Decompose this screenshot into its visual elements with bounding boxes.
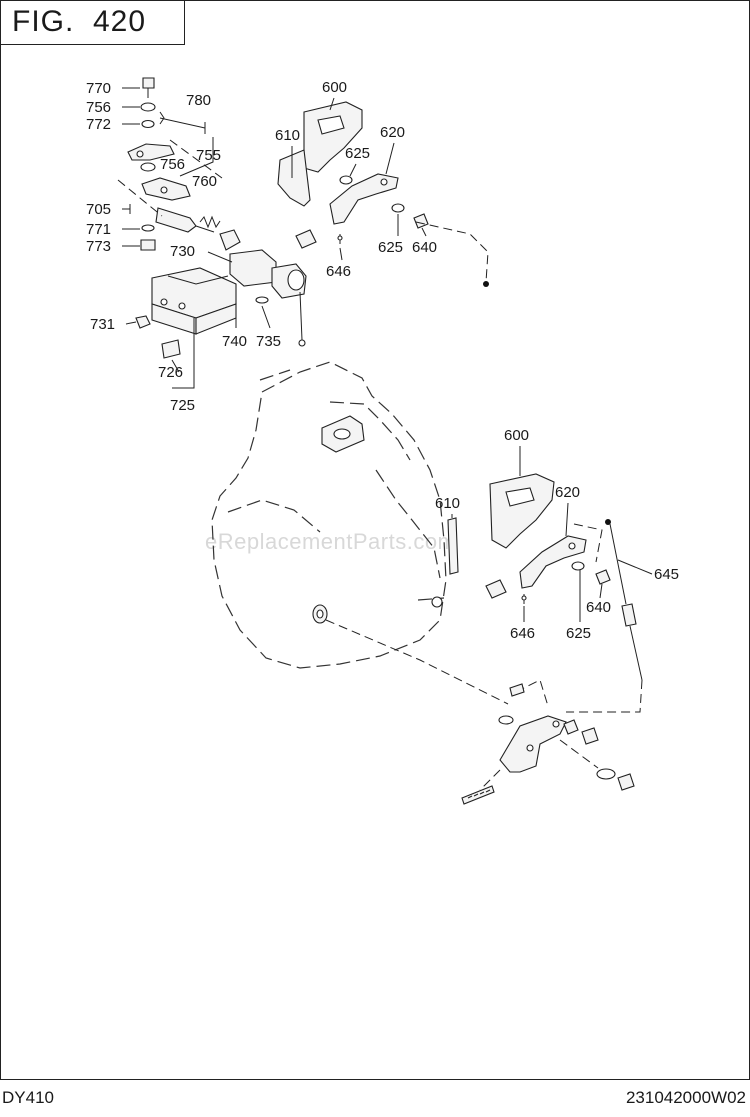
engine-outline <box>211 361 447 669</box>
callout-773: 773 <box>86 238 111 255</box>
callout-610: 610 <box>275 127 300 144</box>
callout-646: 646 <box>326 263 351 280</box>
upper-bracket-assembly <box>277 101 489 287</box>
callout-640: 640 <box>412 239 437 256</box>
watermark: eReplacementParts.com <box>205 529 457 554</box>
figure-title-box: FIG. 420 <box>0 0 185 45</box>
callout-600: 600 <box>322 79 347 96</box>
callout-740: 740 <box>222 333 247 350</box>
exploded-parts-diagram: 770 756 772 780 756 755 760 705 771 773 … <box>86 77 679 805</box>
footer-code: 231042000W02 <box>625 1088 746 1107</box>
callout-731: 731 <box>90 316 115 333</box>
callouts-lower: 600 610 620 645 640 625 646 <box>435 427 679 642</box>
callout-610-lower: 610 <box>435 495 460 512</box>
callouts-upper: 770 756 772 780 756 755 760 705 771 773 … <box>86 79 437 414</box>
callout-780: 780 <box>186 92 211 109</box>
governor-lever-assembly <box>325 619 643 805</box>
callout-600-lower: 600 <box>504 427 529 444</box>
upper-control-assembly <box>117 77 307 389</box>
footer-model: DY410 <box>2 1088 54 1107</box>
callout-756: 756 <box>86 99 111 116</box>
callout-760: 760 <box>192 173 217 190</box>
callout-770: 770 <box>86 80 111 97</box>
figure-title: FIG. 420 <box>12 5 147 38</box>
callout-730: 730 <box>170 243 195 260</box>
callout-620-lower: 620 <box>555 484 580 501</box>
callout-646-lower: 646 <box>510 625 535 642</box>
callout-755: 755 <box>196 147 221 164</box>
callout-772: 772 <box>86 116 111 133</box>
callout-620: 620 <box>380 124 405 141</box>
lower-bracket-assembly <box>447 473 643 681</box>
callout-725: 725 <box>170 397 195 414</box>
callout-771: 771 <box>86 221 111 238</box>
callout-735: 735 <box>256 333 281 350</box>
callout-756b: 756 <box>160 156 185 173</box>
callout-645: 645 <box>654 566 679 583</box>
callout-625b: 625 <box>378 239 403 256</box>
callout-625-lower: 625 <box>566 625 591 642</box>
engine-governor-shaft <box>312 596 443 624</box>
callout-625: 625 <box>345 145 370 162</box>
callout-640-lower: 640 <box>586 599 611 616</box>
engine-exhaust-port <box>321 415 365 453</box>
callout-726: 726 <box>158 364 183 381</box>
callout-705: 705 <box>86 201 111 218</box>
